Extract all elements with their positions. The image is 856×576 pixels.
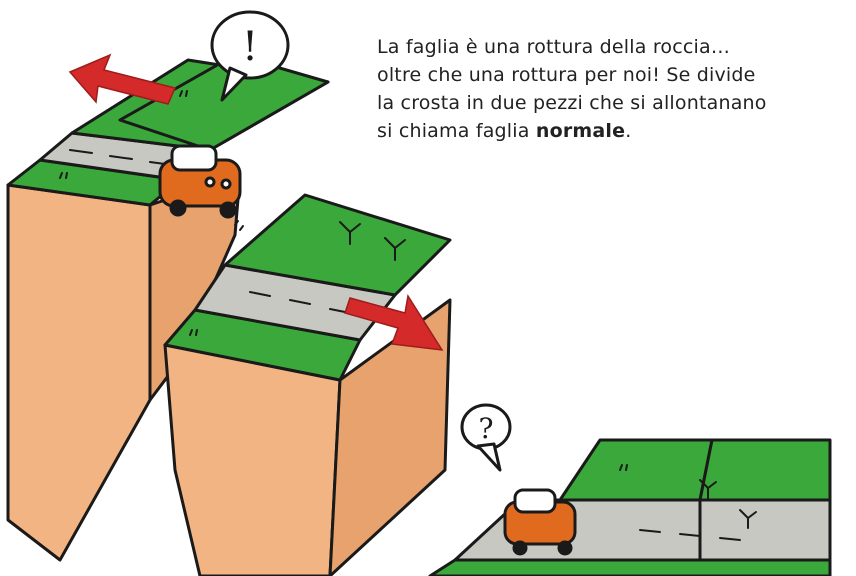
bird-track-icon bbox=[339, 221, 757, 529]
speech-bubble-icon: ! bbox=[210, 10, 290, 102]
caption-line-3: la crosta in due pezzi che si allontanan… bbox=[377, 92, 767, 114]
speech-bubble-top-text: ! bbox=[242, 24, 258, 70]
caption-bold-term: normale bbox=[535, 120, 626, 142]
caption-line-1: La faglia è una rottura della roccia… bbox=[377, 36, 731, 58]
car-icon bbox=[503, 488, 577, 556]
lower-rock-block bbox=[163, 193, 452, 576]
caption-line-4-suffix: . bbox=[625, 120, 632, 142]
upper-plateau bbox=[118, 53, 330, 152]
caption-line-4-prefix: si chiama faglia bbox=[377, 120, 536, 142]
caption-text: La faglia è una rottura della roccia… ol… bbox=[377, 33, 847, 145]
caption-line-2: oltre che una rottura per noi! Se divide bbox=[377, 64, 756, 86]
caption-line-4: si chiama faglia normale. bbox=[377, 117, 847, 145]
speech-bubble-bottom-text: ? bbox=[478, 412, 493, 445]
arrow-right-icon bbox=[344, 293, 444, 351]
grass-tufts bbox=[59, 90, 628, 471]
arrow-left-icon bbox=[68, 53, 177, 105]
speech-bubble-icon: ? bbox=[460, 403, 512, 472]
car-icon bbox=[158, 144, 242, 219]
